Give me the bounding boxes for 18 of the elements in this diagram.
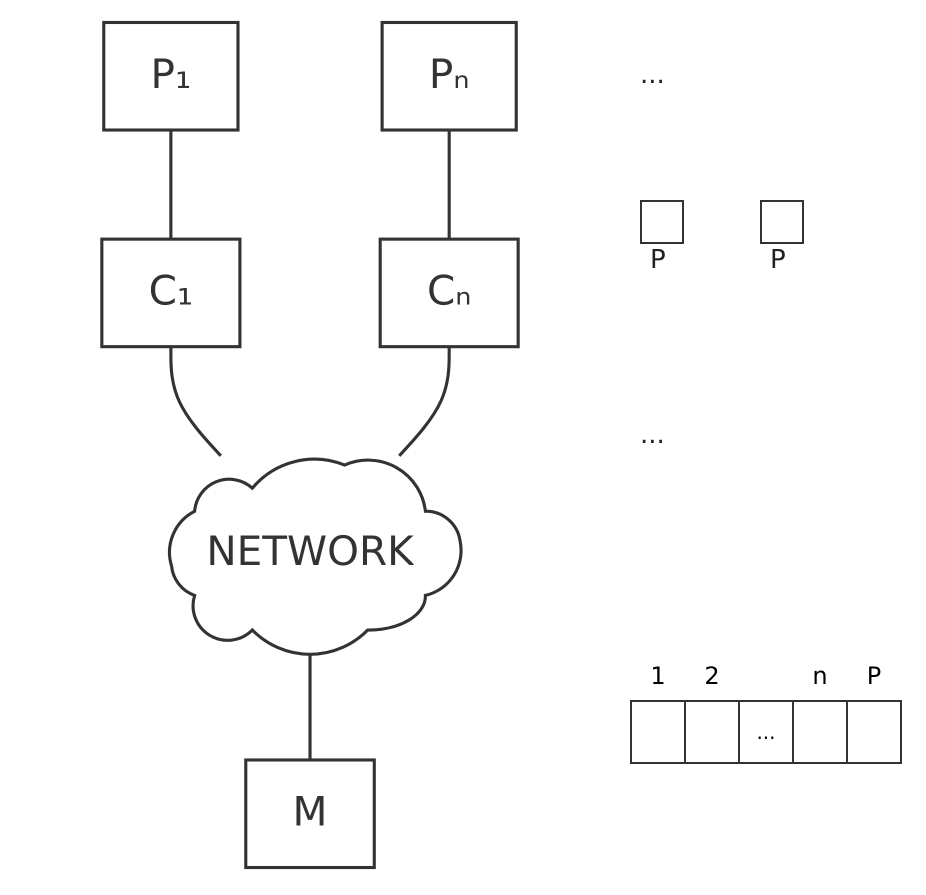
column-label: 1 [649,662,667,690]
column-label: 2 [703,662,721,690]
connector [448,130,451,240]
node-box: M [244,758,376,870]
cache-label: P [770,245,786,275]
node-box: Pₙ [380,20,518,132]
node-box: P₁ [102,20,240,132]
node-box: C₁ [100,238,242,348]
cache-label: P [650,245,666,275]
ellipsis: ... [640,60,665,90]
ellipsis: ... [756,720,776,744]
column-label: n [811,662,829,690]
node-box: Cₙ [378,238,520,348]
ellipsis: ... [640,420,665,450]
connector [169,346,222,457]
column-label: P [866,662,882,690]
connector [169,130,172,240]
connector [398,346,451,457]
